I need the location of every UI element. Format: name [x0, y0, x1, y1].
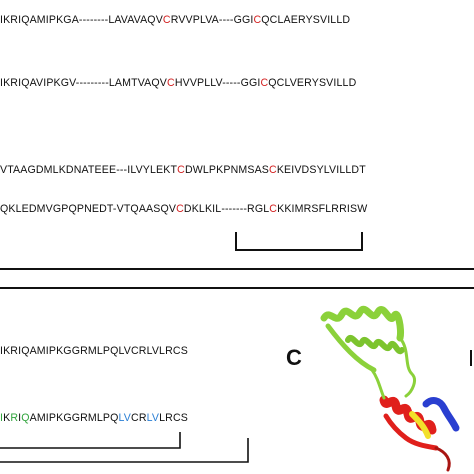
sequence-segment: C — [162, 14, 171, 26]
sequence-segment: CR — [131, 412, 147, 424]
sequence-segment: QKLEDMVGPQPNEDT-VTQAASQV — [0, 203, 177, 215]
sequence-segment: C — [177, 164, 185, 176]
sequence-segment: KKIMRSFLRRISW — [277, 203, 368, 215]
lower-sequence-1: IKRIQAMIPKGGRMLPQLVCRLVLRCS — [0, 345, 188, 357]
alignment-row-2: IKRIQAVIPKGV---------LAMTVAQVCHVVPLLV---… — [0, 77, 356, 89]
edge-mark — [470, 350, 472, 366]
sequence-segment: A — [29, 412, 37, 424]
sequence-segment: C — [269, 203, 278, 215]
sequence-segment: C — [176, 203, 184, 215]
sequence-segment: QCLAERYSVILLD — [261, 14, 351, 26]
sequence-segment: LRCS — [159, 412, 188, 424]
sequence-segment: LV — [146, 412, 160, 424]
sequence-segment: LV — [118, 412, 132, 424]
alignment-row-1: IKRIQAMIPKGA--------LAVAVAQVCRVVPLVA----… — [0, 14, 350, 26]
sequence-segment: I — [18, 412, 22, 424]
sequence-segment: C — [253, 14, 262, 26]
sequence-segment: HVVPLLV-----GGI — [174, 77, 261, 89]
panel-divider-bottom — [0, 287, 474, 289]
alignment-row-3: VTAAGDMLKDNATEEE---ILVYLEKTCDWLPKPNMSASC… — [0, 164, 366, 176]
sequence-segment: C — [260, 77, 269, 89]
sequence-segment: DKLKIL-------RGL — [183, 203, 270, 215]
sequence-segment: VTAAGDMLKDNATEEE---ILVYLEKT — [0, 164, 178, 176]
sequence-segment: C — [167, 77, 175, 89]
panel-divider-top — [0, 268, 474, 270]
sequence-segment: RVVPLVA----GGI — [170, 14, 254, 26]
sequence-segment: K — [3, 412, 11, 424]
sequence-segment: QCLVERYSVILLD — [268, 77, 357, 89]
panel-label-c: C — [286, 345, 302, 370]
sequence-segment: KEIVDSYLVILLDT — [276, 164, 366, 176]
sequence-segment: I — [0, 412, 4, 424]
sequence-segment: Q — [21, 412, 30, 424]
alignment-row-4: QKLEDMVGPQPNEDT-VTQAASQVCDKLKIL-------RG… — [0, 203, 367, 215]
lower-sequence-2: IKRIQAMIPKGGRMLPQLVCRLVLRCS — [0, 412, 188, 424]
sequence-segment: IKRIQAMIPKGA--------LAVAVAQV — [0, 14, 163, 26]
sequence-segment: C — [269, 164, 277, 176]
sequence-segment: IKRIQAMIPKGGRMLPQLVCRLVLRCS — [0, 345, 188, 357]
sequence-segment: DWLPKPNMSAS — [184, 164, 269, 176]
sequence-segment: R — [10, 412, 19, 424]
sequence-segment: IKRIQAVIPKGV---------LAMTVAQV — [0, 77, 167, 89]
sequence-segment: MIPKGGRMLPQ — [36, 412, 119, 424]
